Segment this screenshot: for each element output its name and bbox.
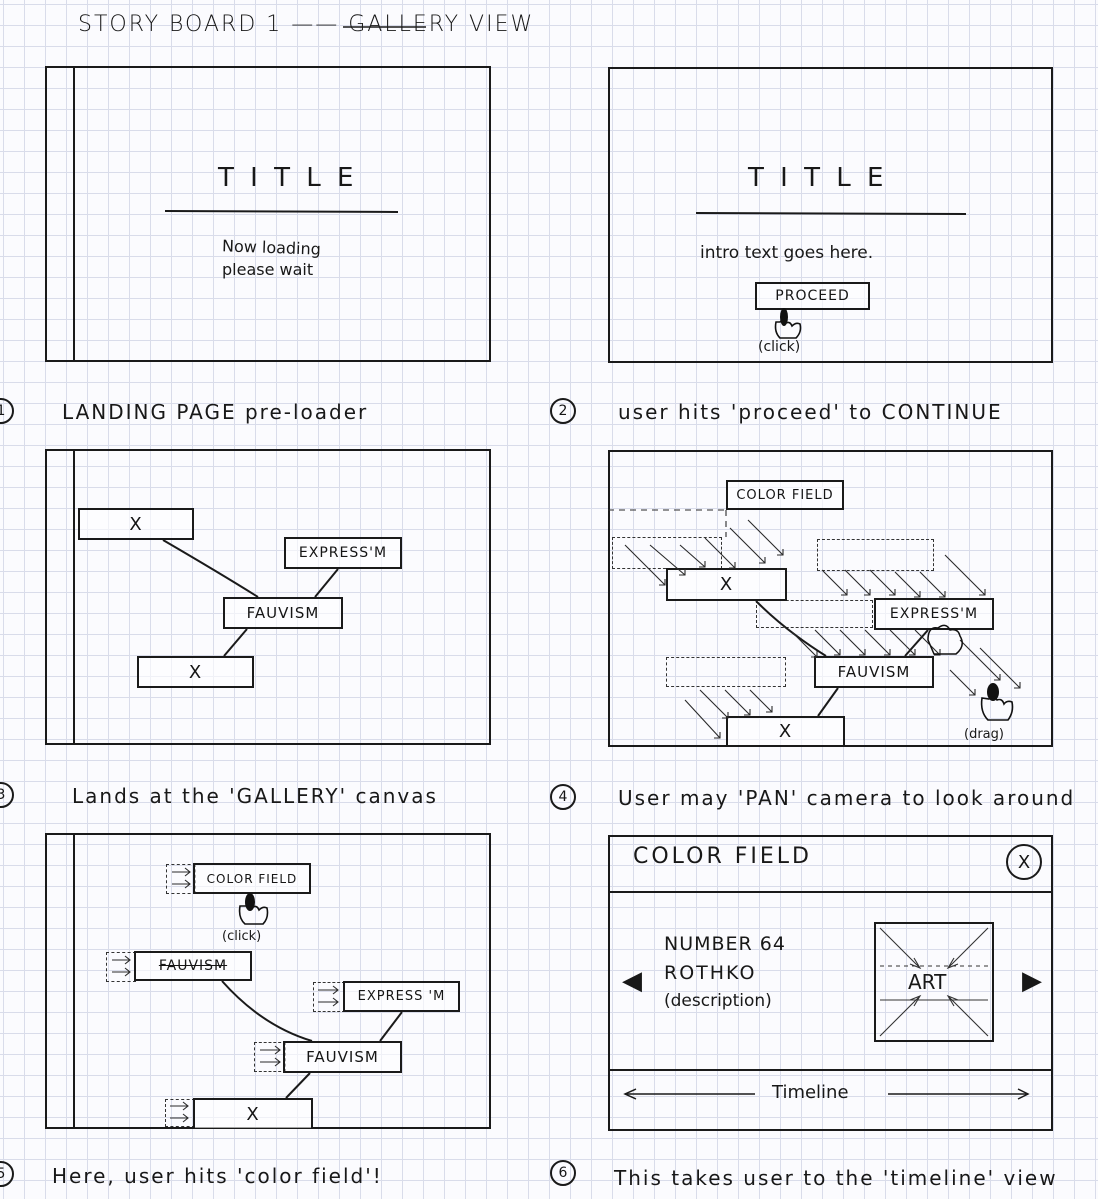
panel-6-artist: ROTHKO bbox=[664, 962, 757, 984]
proceed-button[interactable]: PROCEED bbox=[755, 282, 870, 310]
panel-6-art-frame bbox=[874, 922, 994, 1042]
panel-1-sidebar-strip bbox=[73, 66, 75, 362]
panel-3-frame bbox=[45, 449, 491, 745]
panel-5-sidebar-strip bbox=[73, 833, 75, 1129]
panel-5-node-color-field[interactable]: COLOR FIELD bbox=[193, 863, 311, 894]
panel-4-shadow-right bbox=[817, 539, 934, 571]
panel-6-timeline-label: Timeline bbox=[772, 1082, 849, 1103]
panel-5-node-fauvism-struck[interactable]: FAUVISM bbox=[134, 951, 252, 981]
panel-5-shadow-fauvism bbox=[254, 1042, 286, 1072]
next-artwork-arrow[interactable]: ▶ bbox=[1022, 966, 1042, 996]
panel-1-loading-line-1: Now loading bbox=[221, 236, 322, 259]
panel-6-number: 6 bbox=[550, 1160, 576, 1186]
panel-1-frame bbox=[45, 66, 491, 362]
panel-4-number: 4 bbox=[550, 784, 576, 810]
panel-5-shadow-expressionism bbox=[313, 982, 345, 1012]
panel-3-node-expressionism[interactable]: EXPRESS'M bbox=[284, 537, 402, 569]
prev-artwork-arrow[interactable]: ◀ bbox=[622, 966, 642, 996]
panel-4-shadow-lower-left bbox=[666, 657, 786, 687]
panel-2-frame bbox=[608, 67, 1053, 363]
panel-6-header-divider bbox=[608, 891, 1053, 893]
panel-5-frame bbox=[45, 833, 491, 1129]
panel-6-artwork-title: NUMBER 64 bbox=[664, 933, 786, 955]
panel-5-click-note: (click) bbox=[222, 929, 262, 944]
panel-2-title: T I T L E bbox=[748, 163, 888, 193]
panel-3-sidebar-strip bbox=[73, 449, 75, 745]
close-button[interactable]: X bbox=[1006, 844, 1042, 880]
panel-6-frame bbox=[608, 835, 1053, 1131]
panel-5-shadow-fauvism-struck bbox=[106, 952, 136, 982]
storyboard-header: STORY BOARD 1 —— GALLERY VIEW bbox=[78, 12, 535, 37]
panel-5-shadow-x bbox=[165, 1099, 195, 1127]
panel-3-node-x-bottom[interactable]: X bbox=[137, 656, 254, 688]
panel-2-caption: user hits 'proceed' to CONTINUE bbox=[618, 400, 1003, 424]
panel-2-click-note: (click) bbox=[758, 339, 801, 355]
panel-5-number: 5 bbox=[0, 1161, 14, 1187]
panel-3-node-x-top[interactable]: X bbox=[78, 508, 194, 540]
panel-6-footer-divider bbox=[608, 1069, 1053, 1071]
panel-5-node-x[interactable]: X bbox=[193, 1098, 313, 1128]
panel-4-shadow-left bbox=[612, 537, 722, 569]
panel-5-node-fauvism[interactable]: FAUVISM bbox=[283, 1041, 402, 1073]
panel-3-caption: Lands at the 'GALLERY' canvas bbox=[72, 784, 438, 808]
panel-6-art-label: ART bbox=[908, 970, 947, 994]
panel-4-node-x-top[interactable]: X bbox=[666, 568, 787, 601]
panel-5-shadow-color-field bbox=[166, 864, 196, 894]
panel-4-caption: User may 'PAN' camera to look around bbox=[618, 786, 1076, 810]
panel-5-node-expressionism[interactable]: EXPRESS 'M bbox=[343, 981, 460, 1012]
panel-1-caption: LANDING PAGE pre-loader bbox=[62, 400, 369, 424]
panel-6-caption: This takes user to the 'timeline' view bbox=[614, 1166, 1058, 1190]
panel-6-heading: COLOR FIELD bbox=[633, 844, 812, 869]
panel-1-number: 1 bbox=[0, 398, 14, 424]
panel-2-number: 2 bbox=[550, 398, 576, 424]
panel-1-title: T I T L E bbox=[218, 163, 358, 193]
panel-4-node-expressionism[interactable]: EXPRESS'M bbox=[874, 598, 994, 630]
panel-5-caption: Here, user hits 'color field'! bbox=[52, 1164, 383, 1188]
panel-1-loading-line-2: please wait bbox=[222, 260, 314, 279]
panel-4-drag-note: (drag) bbox=[964, 727, 1004, 742]
panel-4-shadow-middle bbox=[756, 600, 873, 628]
panel-6-description: (description) bbox=[664, 991, 772, 1011]
panel-2-intro-text: intro text goes here. bbox=[700, 243, 874, 263]
panel-4-node-color-field[interactable]: COLOR FIELD bbox=[726, 480, 844, 510]
panel-4-node-x-bottom[interactable]: X bbox=[726, 716, 845, 747]
panel-3-node-fauvism[interactable]: FAUVISM bbox=[223, 597, 343, 629]
panel-4-node-fauvism[interactable]: FAUVISM bbox=[814, 656, 934, 688]
panel-3-number: 3 bbox=[0, 782, 14, 808]
